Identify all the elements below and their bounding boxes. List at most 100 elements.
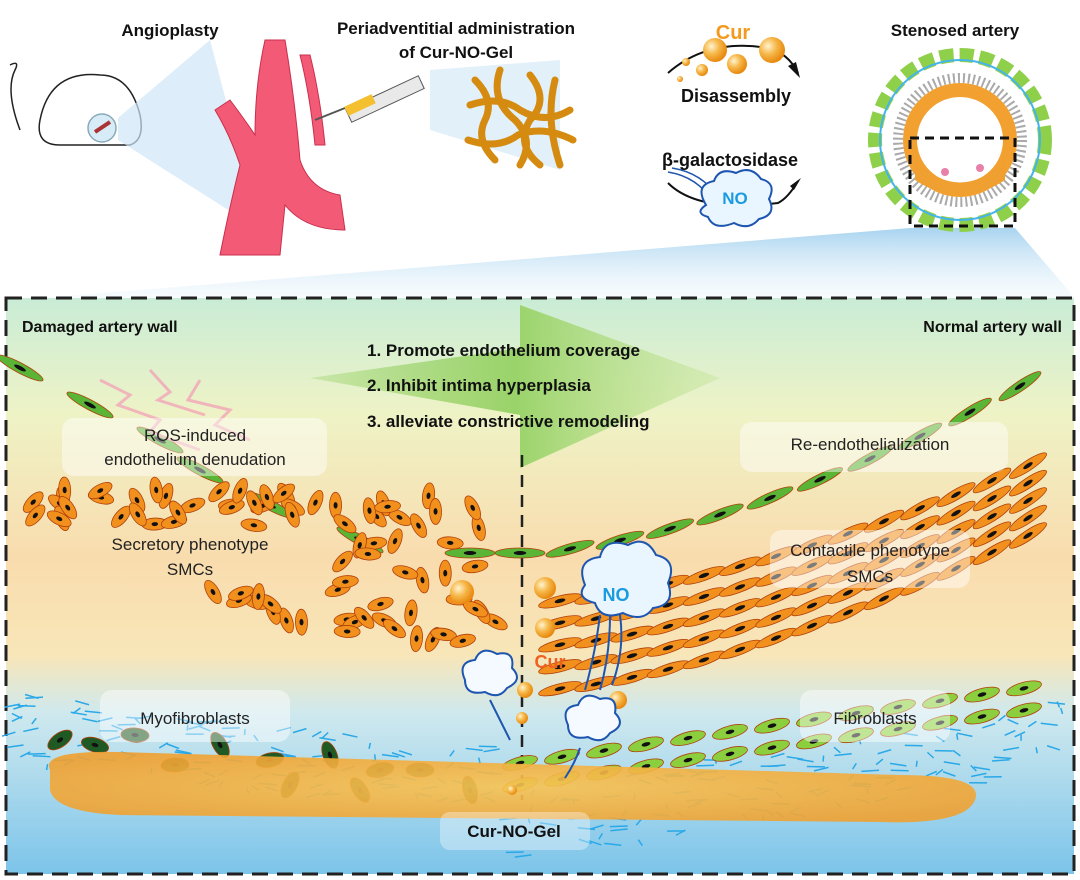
cell-nucleus (734, 563, 746, 569)
collagen-fiber (1035, 747, 1038, 754)
cell-nucleus (313, 499, 318, 506)
cell-nucleus (264, 493, 270, 501)
cell-nucleus (770, 553, 782, 559)
cell-nucleus (557, 754, 567, 760)
collagen-fiber (177, 718, 193, 723)
reendothelialization-label: Re-endothelialization (791, 435, 950, 454)
collagen-fiber (877, 749, 892, 755)
cell-nucleus (842, 530, 854, 537)
cell-nucleus (175, 509, 181, 516)
cell-nucleus (554, 620, 566, 626)
zoom-projection (40, 228, 1075, 298)
cell-nucleus (935, 698, 945, 704)
collagen-fiber (578, 838, 592, 845)
collagen-fiber (391, 752, 406, 758)
collagen-fiber (1027, 720, 1037, 728)
effect-2: 2. Inhibit intima hyperplasia (367, 376, 591, 395)
cell-nucleus (770, 573, 782, 580)
mouse-illustration (9, 62, 142, 146)
cell-nucleus (333, 502, 338, 509)
cell-nucleus (987, 477, 997, 484)
contractile-label-bg (770, 530, 970, 588)
secretory-label-1: Secretory phenotype (112, 535, 269, 554)
carotid-artery-illustration (214, 39, 346, 256)
cell-nucleus (814, 476, 826, 483)
cell-nucleus (590, 659, 602, 665)
cell-nucleus (626, 674, 638, 680)
cell-nucleus (662, 602, 674, 608)
cell-nucleus (228, 505, 235, 510)
collagen-fiber (997, 714, 1006, 722)
collagen-fiber (465, 747, 483, 752)
cell-nucleus (683, 735, 693, 741)
collagen-fiber (70, 711, 87, 716)
cell-nucleus (879, 576, 889, 583)
collagen-fiber (952, 749, 961, 757)
myofibroblast-label-bg (100, 690, 290, 742)
panel-dashed-border (4, 296, 1076, 876)
disassembly-label: Disassembly (681, 86, 791, 106)
cell-nucleus (56, 516, 63, 522)
collagen-fiber (23, 727, 39, 733)
collagen-fiber (955, 733, 959, 741)
collagen-fiber (822, 755, 825, 762)
cell-nucleus (764, 494, 776, 502)
collagen-fiber (1060, 707, 1064, 715)
collagen-fiber (590, 824, 604, 830)
cell-nucleus (987, 512, 997, 520)
cell-nucleus (414, 635, 419, 642)
collagen-fiber (943, 727, 961, 732)
cell-nucleus (357, 542, 362, 549)
cell-nucleus (806, 582, 818, 589)
collagen-fiber (166, 743, 180, 750)
cell-nucleus (951, 546, 961, 554)
cell-nucleus (1019, 686, 1029, 691)
cur-particle (703, 38, 727, 62)
collagen-fiber (11, 715, 23, 722)
collagen-fiber (942, 771, 956, 777)
beta-galactosidase-label: β-galactosidase (662, 150, 798, 170)
collagen-fiber (970, 764, 977, 772)
collagen-fiber (675, 829, 686, 836)
cell-nucleus (342, 521, 348, 527)
collagen-fiber (4, 703, 21, 708)
collagen-fiber (373, 754, 377, 761)
cell-nucleus (151, 522, 159, 527)
collagen-fiber (514, 854, 532, 858)
cell-nucleus (734, 646, 746, 653)
cell-nucleus (698, 657, 710, 663)
gel-label-bg (440, 812, 590, 850)
cell-nucleus (641, 742, 651, 747)
collagen-fiber (833, 746, 841, 754)
collagen-fiber (270, 746, 284, 753)
cell-nucleus (62, 486, 67, 494)
cell-nucleus (879, 556, 889, 564)
cur-particle (677, 76, 683, 82)
cell-nucleus (391, 626, 398, 632)
cell-nucleus (1014, 382, 1026, 391)
collagen-fiber (75, 700, 90, 706)
collagen-fiber (851, 762, 857, 770)
cell-nucleus (250, 523, 258, 528)
cell-nucleus (84, 401, 96, 409)
cell-nucleus (56, 737, 64, 743)
cell-nucleus (194, 466, 206, 474)
cell-nucleus (327, 751, 333, 759)
collagen-fiber (797, 758, 814, 763)
cell-nucleus (842, 609, 854, 616)
gel-label: Cur-NO-Gel (467, 822, 561, 841)
collagen-fiber (1004, 729, 1016, 737)
cell-nucleus (163, 492, 169, 500)
effect-1: 1. Promote endothelium coverage (367, 341, 640, 360)
collagen-fiber (935, 735, 945, 743)
cell-nucleus (987, 495, 997, 502)
collagen-fiber (483, 748, 500, 753)
collagen-fiber (598, 832, 603, 840)
cell-nucleus (14, 364, 26, 372)
secretory-label-2: SMCs (167, 560, 213, 579)
cell-nucleus (91, 742, 99, 748)
cell-nucleus (893, 704, 903, 710)
cell-nucleus (252, 499, 257, 506)
cell-nucleus (364, 551, 372, 557)
cell-nucleus (97, 488, 104, 493)
